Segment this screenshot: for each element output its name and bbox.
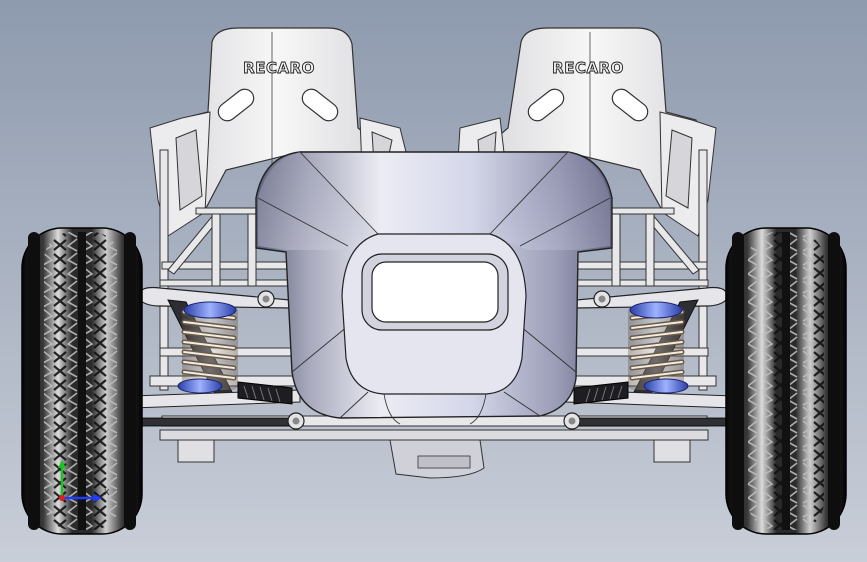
left-front-tire[interactable] (21, 227, 143, 535)
left-tie-rod (135, 417, 297, 427)
left-spring-seat-bottom (177, 378, 223, 394)
left-seat-backrest (169, 27, 388, 210)
left-spring-seat-top (183, 301, 237, 319)
right-coil-spring (628, 306, 685, 390)
nose-bodywork[interactable] (255, 151, 613, 425)
right-spring-seat-bottom (643, 378, 689, 394)
left-seat[interactable]: RECARO (149, 27, 409, 237)
left-seat-harness-slot-right (301, 88, 339, 122)
left-seat-harness-slot-left (217, 88, 255, 122)
left-seat-logo: RECARO (243, 59, 315, 77)
triad-x-label: X (104, 488, 110, 497)
left-coil-spring (181, 306, 238, 390)
right-seat-harness-slot-left (527, 88, 565, 122)
right-tie-rod (569, 417, 731, 427)
left-suspension[interactable] (131, 286, 305, 430)
coordinate-triad[interactable]: X (58, 460, 110, 502)
right-front-tire[interactable] (725, 227, 847, 535)
triad-z-axis (59, 495, 65, 501)
air-intake-opening (371, 261, 499, 323)
right-spring-seat-top (629, 301, 683, 319)
right-seat-logo: RECARO (552, 59, 624, 77)
right-seat-harness-slot-right (611, 88, 649, 122)
